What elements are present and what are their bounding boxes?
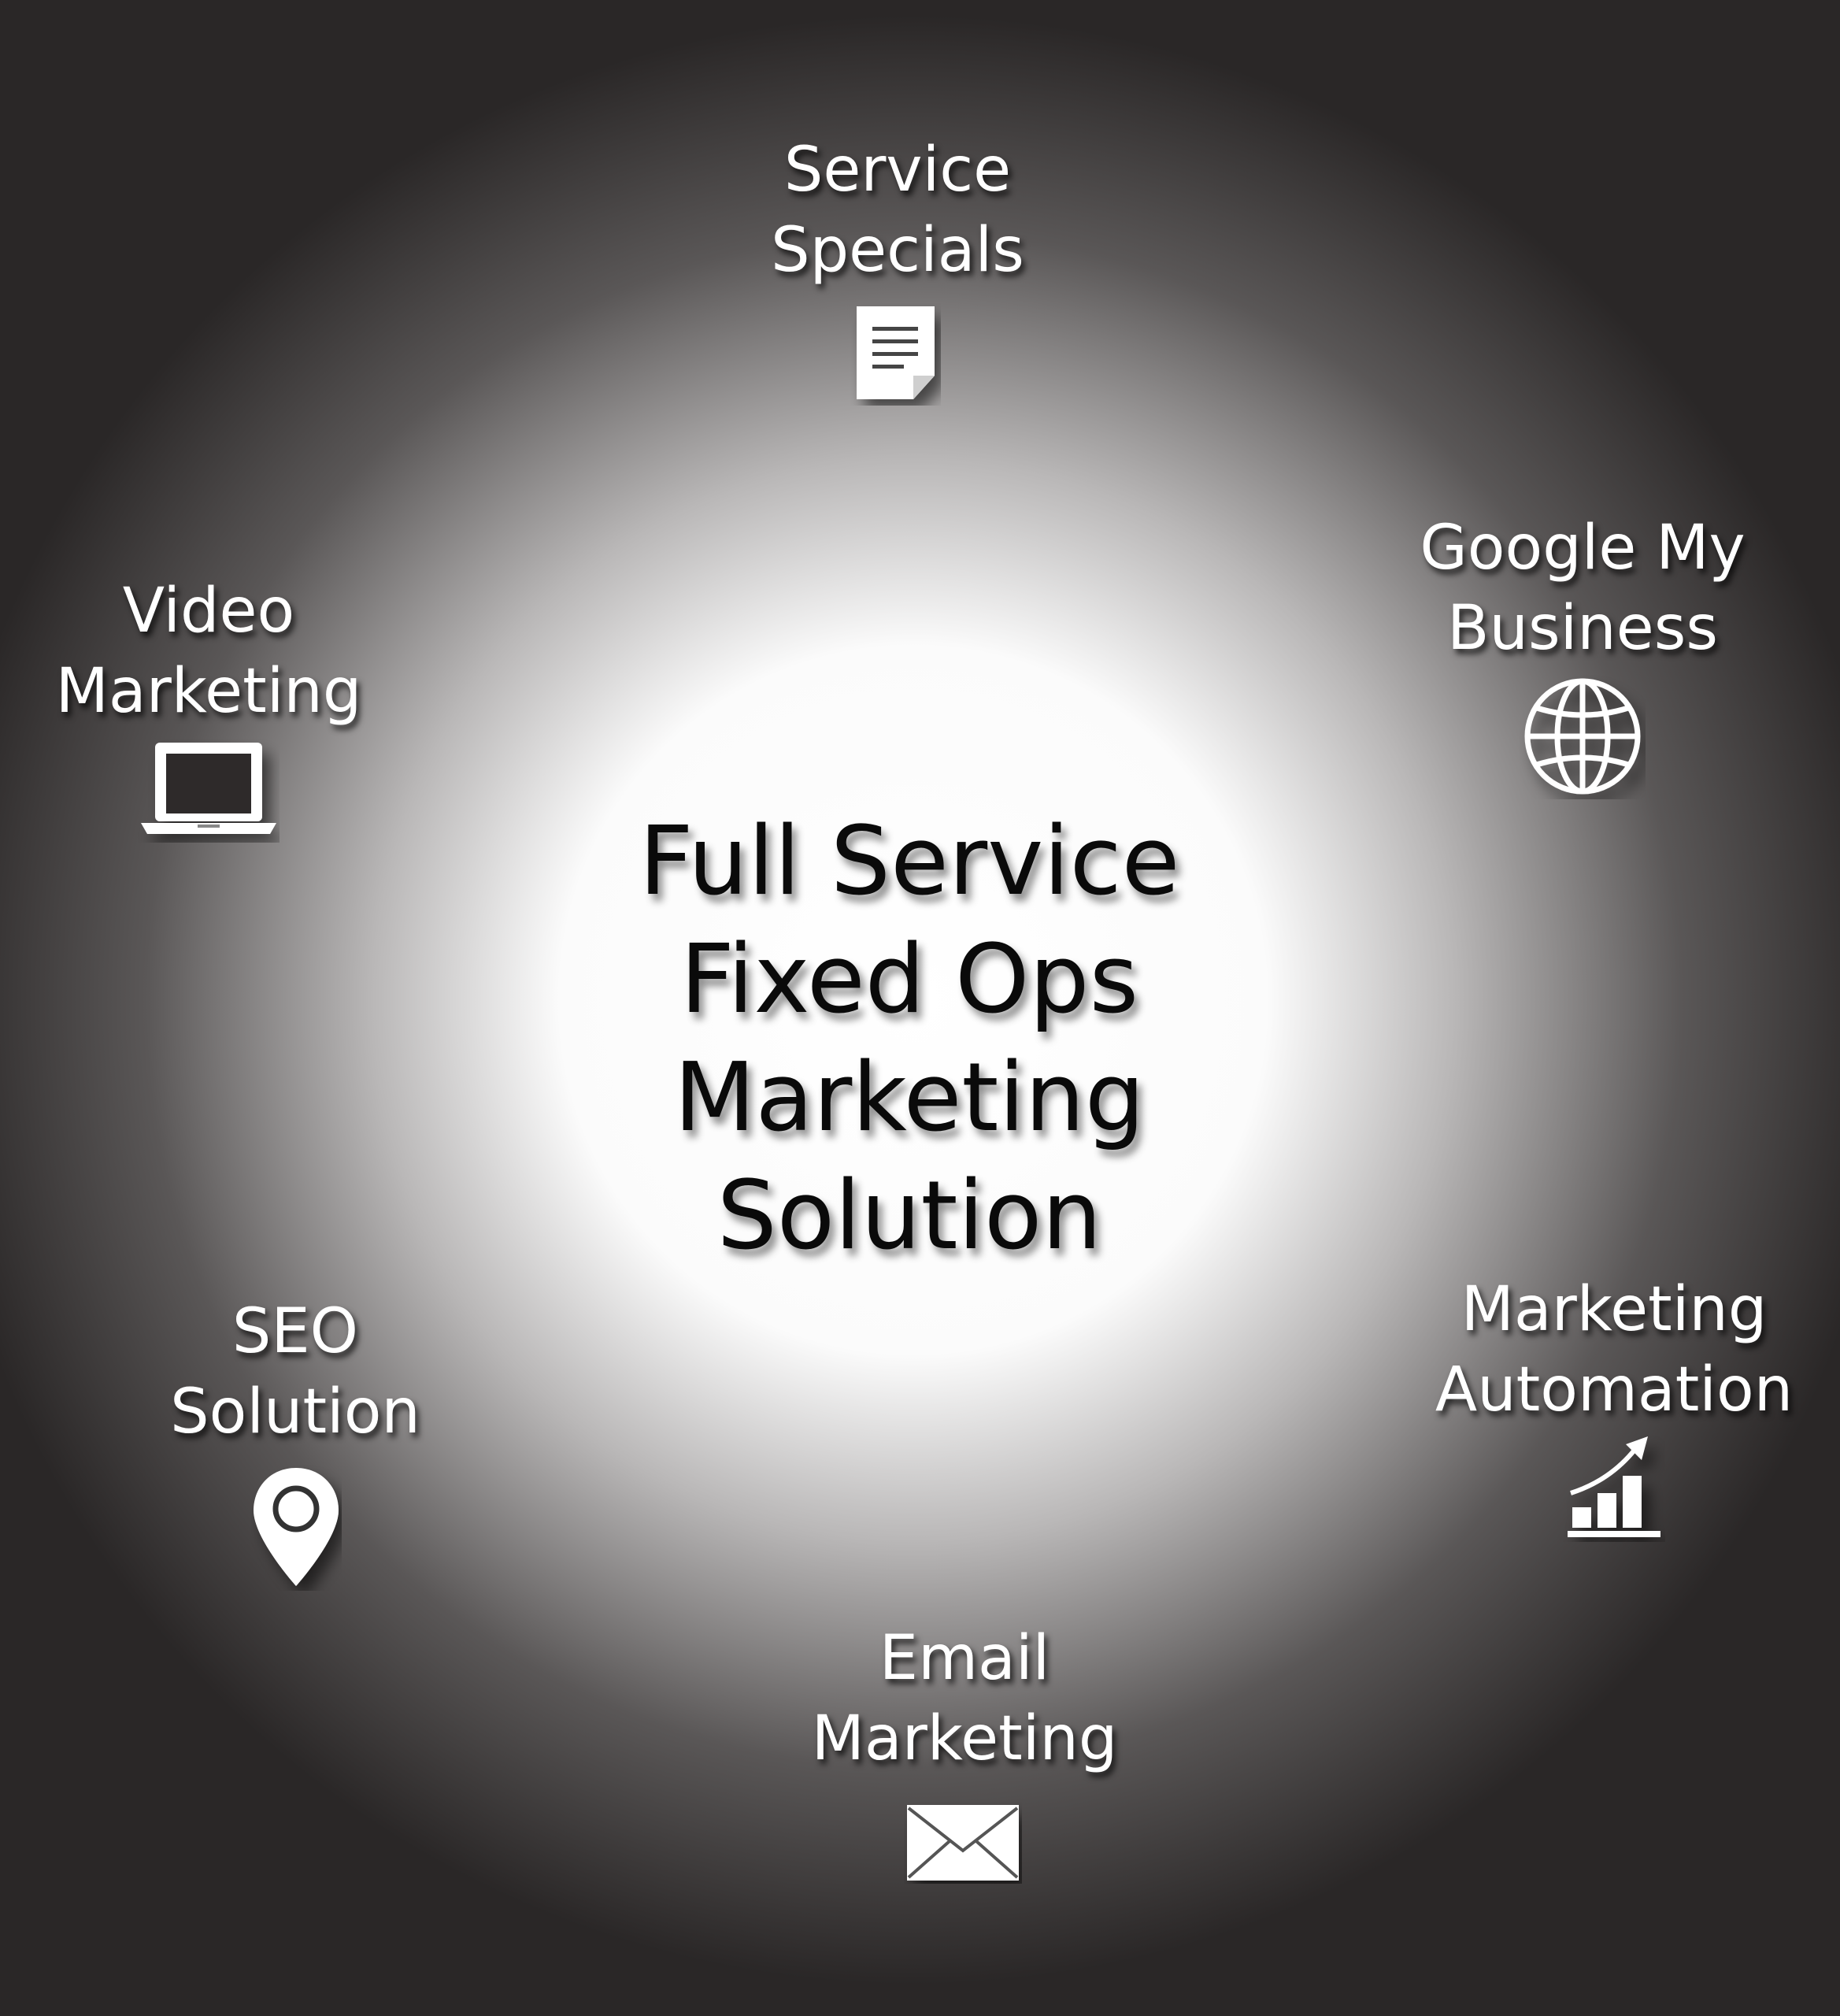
- step-label-line: Marketing: [1461, 1274, 1768, 1345]
- step-label-line: Solution: [170, 1377, 420, 1447]
- step-label-marketing-automation: Marketing Automation: [1394, 1269, 1834, 1430]
- step-label-google-my-business: Google My Business: [1378, 508, 1787, 669]
- laptop-icon: [141, 743, 276, 834]
- center-title-line: Marketing: [673, 1043, 1146, 1153]
- step-label-line: Automation: [1435, 1354, 1794, 1425]
- step-label-line: SEO: [231, 1296, 359, 1367]
- document-icon: [857, 306, 935, 399]
- step-label-line: Email: [879, 1623, 1050, 1694]
- center-title: Full Service Fixed Ops Marketing Solutio…: [551, 803, 1268, 1276]
- step-label-video-marketing: Video Marketing: [24, 571, 394, 732]
- map-pin-icon: [254, 1468, 339, 1586]
- globe-icon: [1524, 678, 1641, 795]
- step-label-line: Marketing: [55, 656, 362, 727]
- step-label-email-marketing: Email Marketing: [768, 1618, 1161, 1779]
- center-title-line: Solution: [716, 1162, 1102, 1271]
- step-label-line: Service: [783, 135, 1012, 206]
- step-label-line: Marketing: [811, 1703, 1118, 1774]
- growth-chart-icon: [1568, 1436, 1660, 1537]
- step-label-line: Google My: [1420, 513, 1746, 584]
- envelope-icon: [907, 1805, 1019, 1881]
- center-title-line: Full Service: [639, 807, 1180, 917]
- step-label-line: Video: [122, 576, 295, 647]
- step-label-line: Business: [1447, 593, 1718, 664]
- center-title-line: Fixed Ops: [679, 925, 1139, 1035]
- step-label-seo-solution: SEO Solution: [126, 1292, 465, 1452]
- step-label-line: Specials: [771, 215, 1024, 286]
- step-label-service-specials: Service Specials: [705, 130, 1090, 291]
